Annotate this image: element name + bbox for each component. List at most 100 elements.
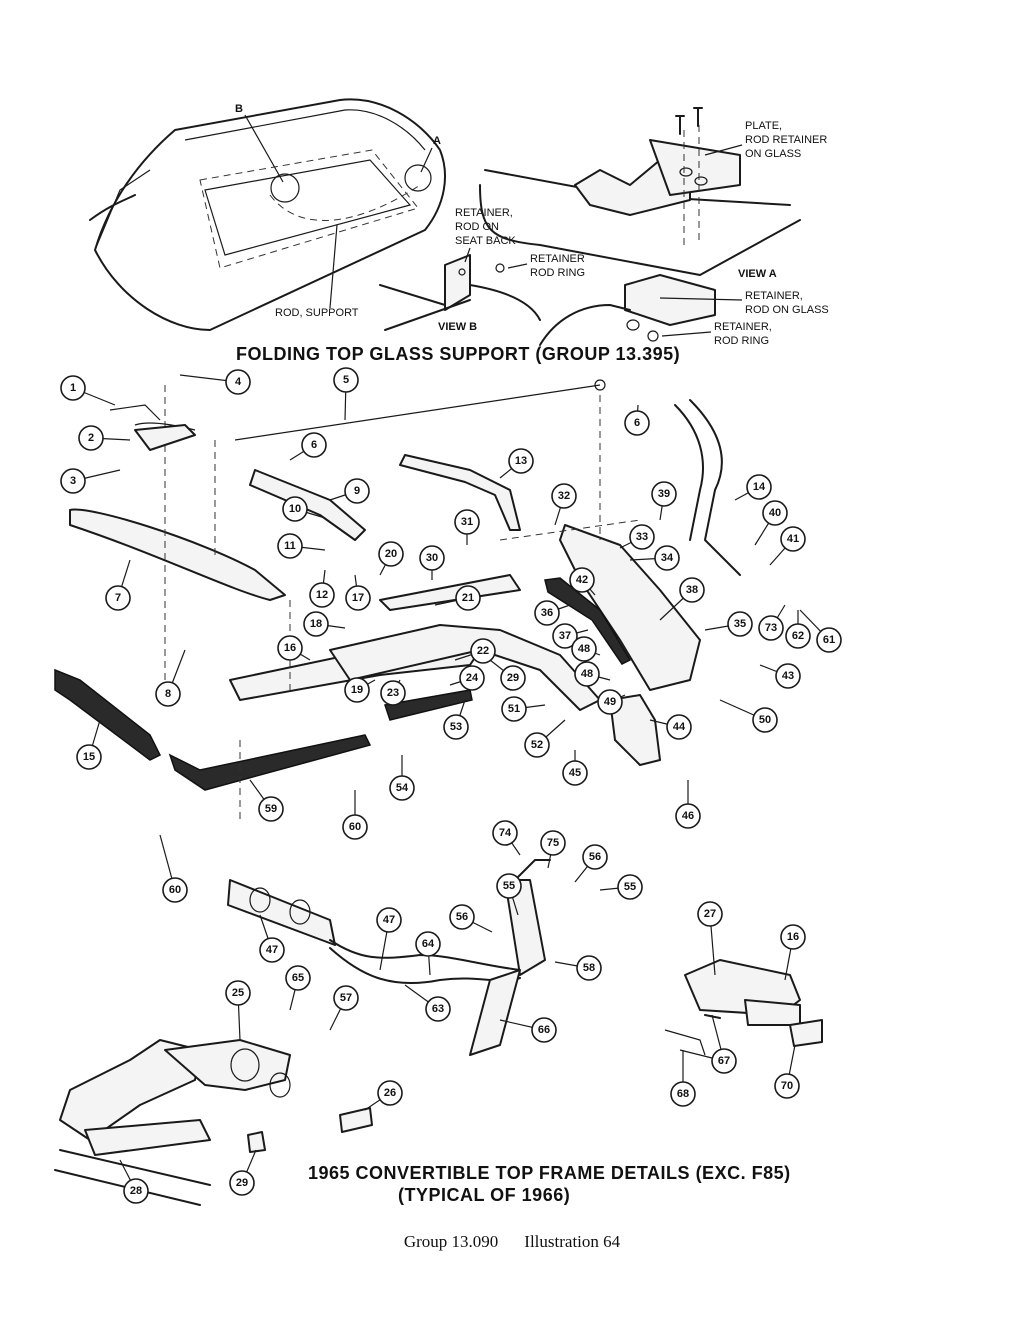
- svg-text:4: 4: [235, 376, 242, 388]
- svg-text:34: 34: [661, 552, 674, 564]
- svg-text:35: 35: [734, 618, 746, 630]
- svg-text:42: 42: [576, 574, 588, 586]
- part-callout-29: 29: [229, 1170, 255, 1196]
- part-callout-21: 21: [455, 585, 481, 611]
- part-callout-30: 30: [419, 545, 445, 571]
- convertible-top-rear-view: [89, 98, 446, 331]
- svg-text:32: 32: [558, 490, 570, 502]
- svg-text:47: 47: [266, 944, 278, 956]
- part-callout-15: 15: [76, 744, 102, 770]
- svg-text:40: 40: [769, 507, 781, 519]
- svg-text:16: 16: [284, 642, 296, 654]
- svg-text:41: 41: [787, 533, 799, 545]
- part-callout-45: 45: [562, 760, 588, 786]
- part-callout-47: 47: [376, 907, 402, 933]
- svg-text:26: 26: [384, 1087, 396, 1099]
- svg-text:46: 46: [682, 810, 694, 822]
- svg-text:66: 66: [538, 1024, 550, 1036]
- part-callout-24: 24: [459, 665, 485, 691]
- part-callout-50: 50: [752, 707, 778, 733]
- part-callout-2: 2: [78, 425, 104, 451]
- svg-text:54: 54: [396, 782, 409, 794]
- part-callout-61: 61: [816, 627, 842, 653]
- plate-label-2: ROD RETAINER: [745, 134, 827, 146]
- svg-text:21: 21: [462, 592, 474, 604]
- footer-illustration: Illustration 64: [524, 1232, 621, 1251]
- svg-text:64: 64: [422, 938, 435, 950]
- part-callout-5: 5: [333, 367, 359, 393]
- part-callout-16: 16: [277, 635, 303, 661]
- svg-text:6: 6: [311, 439, 317, 451]
- part-callout-62: 62: [785, 623, 811, 649]
- view-b-detail: [379, 254, 541, 331]
- svg-text:68: 68: [677, 1088, 689, 1100]
- part-callout-48: 48: [571, 636, 597, 662]
- svg-text:24: 24: [466, 672, 479, 684]
- part-callout-56: 56: [582, 844, 608, 870]
- svg-text:59: 59: [265, 803, 277, 815]
- part-callout-35: 35: [727, 611, 753, 637]
- retainer-seat-back-label-2: ROD ON: [455, 221, 499, 233]
- svg-text:50: 50: [759, 714, 771, 726]
- svg-text:33: 33: [636, 531, 648, 543]
- part-callout-55: 55: [617, 874, 643, 900]
- part-callout-32: 32: [551, 483, 577, 509]
- part-callout-28: 28: [123, 1178, 149, 1204]
- svg-text:70: 70: [781, 1080, 793, 1092]
- part-callout-51: 51: [501, 696, 527, 722]
- part-callout-36: 36: [534, 600, 560, 626]
- part-callout-42: 42: [569, 567, 595, 593]
- part-callout-49: 49: [597, 689, 623, 715]
- svg-text:75: 75: [547, 837, 559, 849]
- part-callout-12: 12: [309, 582, 335, 608]
- svg-text:16: 16: [787, 931, 799, 943]
- part-callout-53: 53: [443, 714, 469, 740]
- svg-text:55: 55: [503, 880, 515, 892]
- svg-text:5: 5: [343, 374, 349, 386]
- part-callout-9: 9: [344, 478, 370, 504]
- part-callout-58: 58: [576, 955, 602, 981]
- part-callout-64: 64: [415, 931, 441, 957]
- view-a-marker: A: [433, 135, 441, 147]
- svg-text:48: 48: [578, 643, 590, 655]
- svg-text:11: 11: [284, 540, 296, 552]
- part-callout-57: 57: [333, 985, 359, 1011]
- svg-text:49: 49: [604, 696, 616, 708]
- svg-text:3: 3: [70, 475, 76, 487]
- part-callout-4: 4: [225, 369, 251, 395]
- part-callout-18: 18: [303, 611, 329, 637]
- svg-text:44: 44: [673, 721, 686, 733]
- part-callout-47: 47: [259, 937, 285, 963]
- part-callout-55: 55: [496, 873, 522, 899]
- svg-text:23: 23: [387, 687, 399, 699]
- view-b-label: VIEW B: [438, 321, 477, 333]
- svg-text:65: 65: [292, 972, 304, 984]
- svg-text:6: 6: [634, 417, 640, 429]
- svg-text:25: 25: [232, 987, 244, 999]
- retainer-seat-back-label-3: SEAT BACK: [455, 235, 516, 247]
- svg-text:39: 39: [658, 488, 670, 500]
- part-callout-46: 46: [675, 803, 701, 829]
- rod-support-label: ROD, SUPPORT: [275, 307, 359, 319]
- weatherstrip-clip-detail: [664, 959, 823, 1061]
- view-a-detail: [479, 107, 801, 346]
- svg-text:56: 56: [456, 911, 468, 923]
- part-callout-17: 17: [345, 585, 371, 611]
- part-callout-56: 56: [449, 904, 475, 930]
- plate-label-1: PLATE,: [745, 120, 782, 132]
- retainer-glass-label-2: ROD ON GLASS: [745, 304, 829, 316]
- part-callout-3: 3: [60, 468, 86, 494]
- svg-text:22: 22: [477, 645, 489, 657]
- svg-text:47: 47: [383, 914, 395, 926]
- part-callout-59: 59: [258, 796, 284, 822]
- svg-text:30: 30: [426, 552, 438, 564]
- part-callout-34: 34: [654, 545, 680, 571]
- part-callout-75: 75: [540, 830, 566, 856]
- part-callout-20: 20: [378, 541, 404, 567]
- svg-text:8: 8: [165, 688, 171, 700]
- svg-text:12: 12: [316, 589, 328, 601]
